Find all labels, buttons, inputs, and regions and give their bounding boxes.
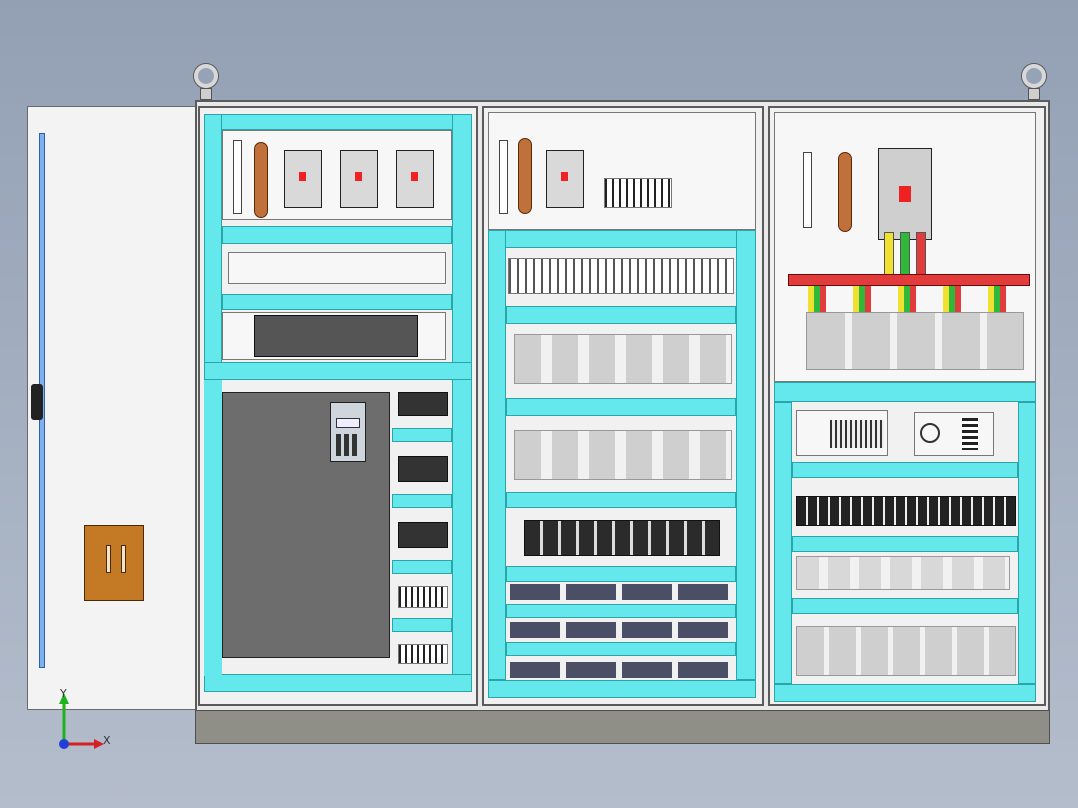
terminal-strip — [233, 140, 242, 214]
bay-1-side-divider — [392, 618, 452, 632]
copper-busbar — [838, 152, 852, 232]
bay-1-frame-right — [452, 114, 472, 684]
terminal-block — [398, 392, 448, 416]
plc-io-module — [830, 420, 884, 448]
door-handle-slot-right — [121, 545, 126, 573]
contactor-row-2 — [514, 430, 732, 480]
bay-1-side-divider — [392, 428, 452, 442]
bay-2-divider — [506, 306, 736, 324]
bay-1-divider-3 — [204, 362, 472, 380]
breaker-indicator — [561, 172, 568, 181]
molded-case-breaker[interactable] — [396, 150, 434, 208]
distribution-busbar — [788, 274, 1030, 286]
door-handle-slot-left — [106, 545, 111, 573]
bay-2-divider — [506, 398, 736, 416]
bay-3-divider — [792, 598, 1018, 614]
bay-1-side-divider — [392, 494, 452, 508]
breaker-indicator — [299, 172, 306, 181]
terminal-rail — [510, 584, 732, 600]
phase-conductor-red — [916, 232, 926, 276]
bay-3-frame-mid — [774, 382, 1036, 402]
power-supply-fan-icon — [920, 423, 940, 443]
mcb-row — [604, 178, 672, 208]
power-supply-vent — [962, 418, 978, 450]
lifting-eye-icon — [1022, 64, 1046, 88]
bay-2-frame-left — [488, 230, 506, 680]
bay-3-frame-left — [774, 402, 792, 684]
bay-3-divider — [792, 462, 1018, 478]
terminal-strip — [499, 140, 508, 214]
mcb-row — [228, 252, 446, 284]
bay-2-divider — [506, 492, 736, 508]
terminal-rail — [796, 496, 1016, 526]
bay-2-frame-top — [488, 230, 756, 248]
contactor-row-1 — [514, 334, 732, 384]
axis-x-label: X — [103, 734, 111, 747]
phase-conductor-yellow — [884, 232, 894, 276]
terminal-rail — [510, 662, 732, 678]
molded-case-breaker[interactable] — [284, 150, 322, 208]
terminal-block — [398, 456, 448, 482]
phase-conductor-green — [900, 232, 910, 276]
busbar-drops — [808, 286, 1024, 312]
bay-2-mounting-plate-upper — [488, 112, 756, 230]
copper-busbar — [518, 138, 532, 214]
cabinet-plinth — [195, 710, 1050, 744]
bay-1-divider-1 — [222, 226, 452, 244]
mcb-row — [796, 556, 1010, 590]
vfd-keypad-buttons[interactable] — [336, 434, 360, 456]
lifting-eye-icon — [194, 64, 218, 88]
door-latch[interactable] — [31, 384, 43, 420]
copper-busbar — [254, 142, 268, 218]
relay-block — [254, 315, 418, 357]
lifting-eye-base — [200, 88, 212, 100]
terminal-block — [398, 644, 448, 664]
terminal-rail — [510, 622, 732, 638]
bay-2-divider — [506, 642, 736, 656]
vfd-frame — [204, 380, 222, 676]
bay-1-frame-bottom — [204, 674, 472, 692]
lifting-eye-base — [1028, 88, 1040, 100]
bay-3-divider — [792, 536, 1018, 552]
bay-1-side-divider — [392, 560, 452, 574]
contactor-row — [796, 626, 1016, 676]
bay-1-divider-2 — [222, 294, 452, 310]
breaker-indicator — [355, 172, 362, 181]
breaker-indicator — [411, 172, 418, 181]
mcb-row — [508, 258, 734, 294]
bay-2-divider — [506, 604, 736, 618]
bay-1-frame-top — [204, 114, 472, 130]
terminal-block — [398, 586, 448, 608]
bay-3-frame-right — [1018, 402, 1036, 684]
vfd-keypad-display — [336, 418, 360, 428]
terminal-strip — [803, 152, 812, 228]
bay-2-frame-bottom — [488, 680, 756, 698]
breaker-indicator — [899, 186, 911, 202]
terminal-block — [398, 522, 448, 548]
bay-2-frame-right — [736, 230, 756, 680]
cabinet-door — [27, 106, 197, 710]
axis-y-label: Y — [60, 687, 67, 700]
bay-2-divider — [506, 566, 736, 582]
bay-3-frame-bottom — [774, 684, 1036, 702]
door-handle[interactable] — [84, 525, 144, 601]
fuse-holder-row — [524, 520, 720, 556]
feeder-breaker-row — [806, 312, 1024, 370]
